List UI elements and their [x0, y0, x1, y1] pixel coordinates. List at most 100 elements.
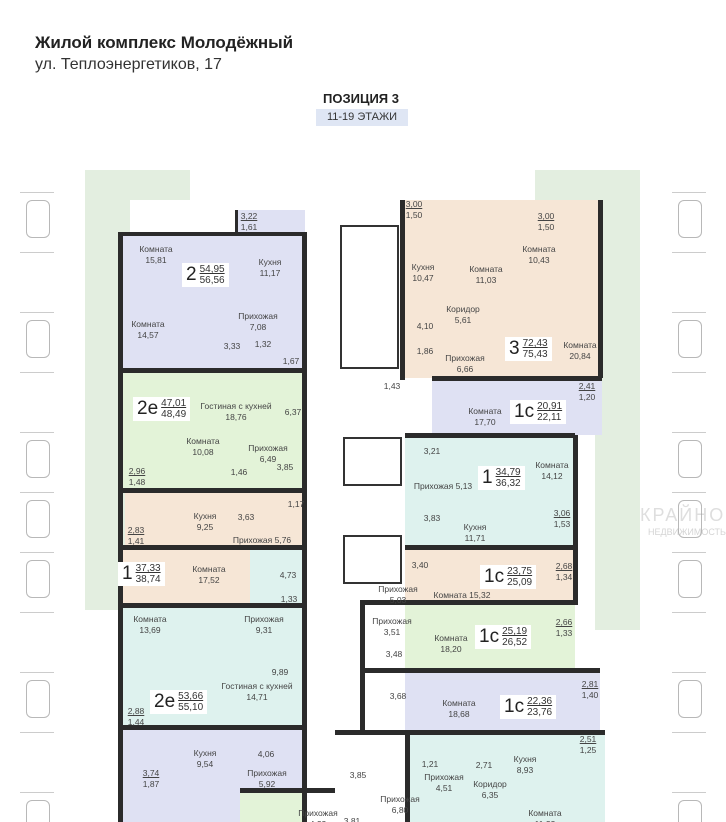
balcony-reduced-area: 1,25 — [579, 745, 597, 755]
room-label: 3,48 — [386, 649, 403, 660]
living-area: 37,33 — [135, 563, 161, 574]
room-label-line: Прихожая 5,13 — [413, 481, 473, 491]
room-label-line: 1,43 — [383, 381, 401, 391]
apartment-type: 1с — [484, 566, 505, 587]
room-label-line: 6,35 — [481, 790, 499, 800]
room-label-line: 8,93 — [516, 765, 534, 775]
living-area: 34,79 — [495, 467, 521, 478]
wall — [120, 545, 305, 550]
room-label-line: 9,54 — [196, 759, 214, 769]
wall — [405, 730, 605, 735]
room-label-line: 11,71 — [464, 533, 486, 543]
complex-title: Жилой комплекс Молодёжный — [35, 33, 294, 52]
room-label-line: 18,20 — [440, 644, 462, 654]
parking-line — [672, 672, 706, 673]
balcony-reduced-area: 1,87 — [142, 779, 160, 789]
room-label-line: Комната — [535, 460, 569, 470]
room-label-line: Прихожая — [298, 808, 338, 818]
floors-badge: 11-19 ЭТАЖИ — [316, 109, 408, 126]
wall — [120, 368, 305, 373]
balcony-area: 3,00 — [537, 211, 555, 221]
room-label: 3,83 — [424, 513, 441, 524]
room-label: 4,10 — [417, 321, 434, 332]
balcony-reduced-area: 1,53 — [553, 519, 571, 529]
parking-line — [672, 492, 706, 493]
wall — [432, 376, 602, 381]
apartment-area — [120, 232, 305, 372]
balcony-area: 3,00 — [405, 199, 423, 209]
wall — [362, 600, 575, 605]
room-label-line: 18,76 — [225, 412, 247, 422]
wall — [240, 788, 335, 793]
room-label-line: Кухня — [258, 257, 282, 267]
room-label: 1,33 — [281, 594, 298, 605]
parking-line — [20, 792, 54, 793]
room-label-line: 13,69 — [139, 625, 161, 635]
room-label-line: Комната — [522, 244, 556, 254]
living-area: 22,36 — [527, 696, 553, 707]
living-area: 25,19 — [502, 626, 528, 637]
balcony-area: 2,51 — [579, 734, 597, 744]
apartment-type: 1с — [514, 401, 535, 422]
balcony-reduced-area: 1,48 — [128, 477, 146, 487]
car-icon — [678, 680, 702, 718]
room-label-line: Комната — [468, 406, 502, 416]
room-label: 3,33 — [224, 341, 241, 352]
balcony-area: 3,06 — [553, 508, 571, 518]
balcony-area: 2,96 — [128, 466, 146, 476]
apartment-type: 2 — [186, 264, 197, 285]
room-label: 1,86 — [417, 346, 434, 357]
room-label-line: 3,33 — [223, 341, 241, 351]
car-icon — [26, 440, 50, 478]
living-area: 72,43 — [522, 338, 548, 349]
parking-line — [20, 552, 54, 553]
room-label-line: Комната — [434, 633, 468, 643]
parking-line — [20, 432, 54, 433]
wall — [120, 232, 305, 236]
room-label-line: 1,67 — [282, 356, 300, 366]
car-icon — [678, 320, 702, 358]
parking-line — [672, 372, 706, 373]
living-area: 54,95 — [199, 264, 225, 275]
room-label-line: 4,73 — [279, 570, 297, 580]
car-icon — [26, 680, 50, 718]
room-label: 9,89 — [272, 667, 289, 678]
total-area: 26,52 — [502, 637, 528, 648]
landscape-area — [130, 170, 190, 200]
room-label-line: 4,10 — [416, 321, 434, 331]
room-label-line: Прихожая — [378, 584, 418, 594]
apartment-area — [120, 372, 305, 490]
balcony-reduced-area: 1,41 — [127, 536, 145, 546]
car-icon — [26, 200, 50, 238]
balcony-reduced-area: 1,40 — [581, 690, 599, 700]
room-label-line: 1,32 — [254, 339, 272, 349]
car-icon — [678, 500, 702, 538]
wall — [400, 200, 405, 380]
car-icon — [26, 560, 50, 598]
